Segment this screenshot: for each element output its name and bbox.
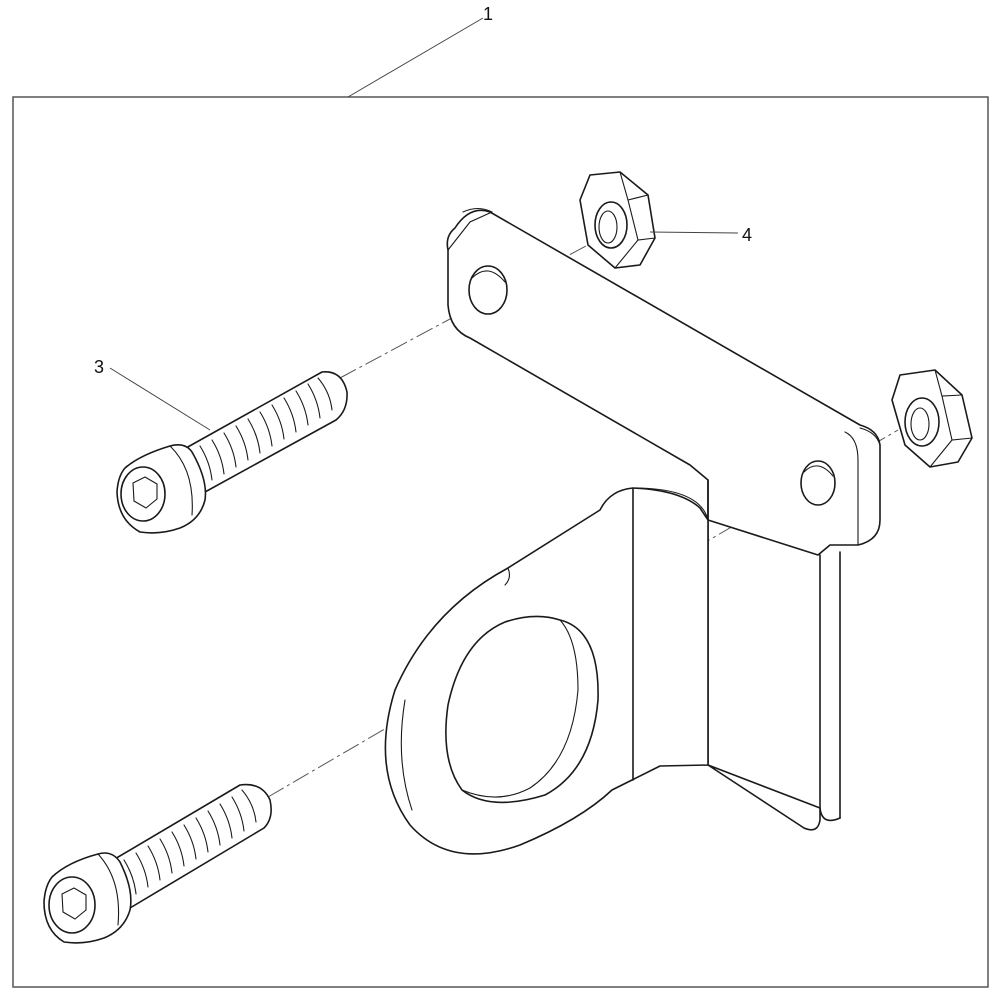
socket-head-cap-screw-lower — [43, 783, 272, 944]
socket-head-cap-screw-upper — [116, 371, 348, 534]
callout-3-leader — [109, 367, 211, 431]
mounting-bracket — [384, 207, 881, 855]
assembly-frame — [12, 96, 989, 988]
callout-1-label: 1 — [483, 4, 493, 24]
callout-1-leader — [347, 17, 484, 98]
callout-3-label: 3 — [94, 357, 104, 377]
callout-4-label: 4 — [742, 225, 752, 245]
hex-nut-upper — [579, 171, 656, 269]
hex-nut-lower — [891, 369, 973, 468]
callout-4-leader — [649, 231, 739, 234]
